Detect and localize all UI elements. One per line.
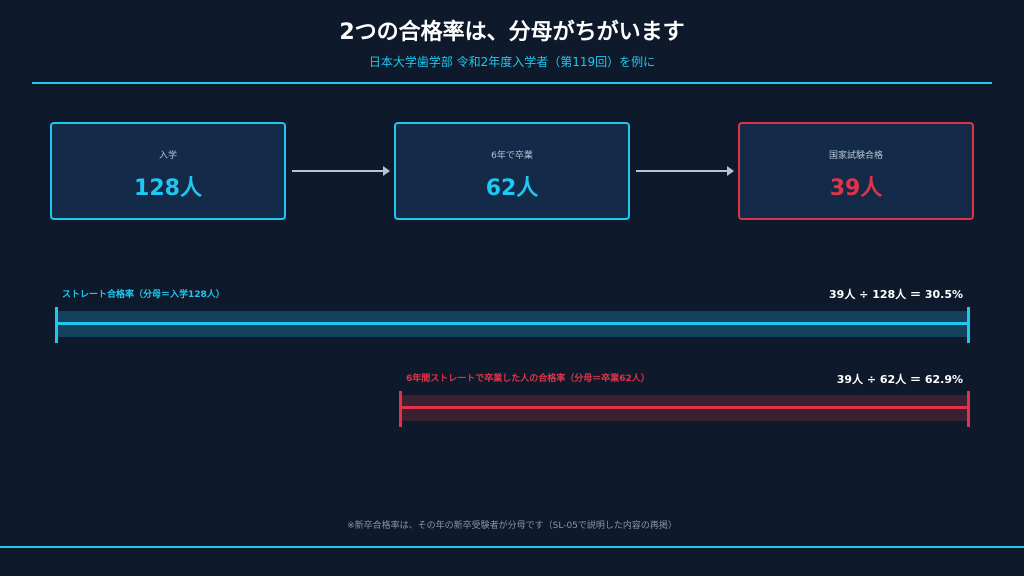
bottom-divider [0, 546, 1024, 548]
flow-box-label: 国家試験合格 [828, 151, 883, 161]
flow-box-label: 6年で卒業 [491, 151, 533, 161]
flow-box-label: 入学 [158, 151, 177, 161]
graduate-rate-label: 6年間ストレートで卒業した人の合格率（分母＝卒業62人） [406, 374, 650, 384]
graduate-rate-bar-cap-right [967, 391, 970, 427]
flow-box-value: 128人 [134, 176, 202, 201]
page-title: 2つの合格率は、分母がちがいます [339, 20, 685, 45]
flow-box-value: 62人 [485, 176, 539, 201]
straight-rate-bar-cap-left [55, 307, 58, 343]
flow-box-passed: 国家試験合格 39人 [738, 122, 974, 220]
arrow-right-icon [636, 166, 734, 176]
straight-rate-label: ストレート合格率（分母＝入学128人） [62, 290, 225, 300]
arrow-right-icon [292, 166, 390, 176]
straight-rate-calc: 39人 ÷ 128人 ＝ 30.5% [829, 288, 963, 301]
straight-rate-bar-line [56, 322, 970, 325]
top-divider [32, 82, 992, 84]
flow-box-graduated: 6年で卒業 62人 [394, 122, 630, 220]
footnote: ※新卒合格率は、その年の新卒受験者が分母です（SL-05で説明した内容の再掲） [347, 521, 677, 531]
graduate-rate-calc: 39人 ÷ 62人 ＝ 62.9% [836, 373, 963, 386]
straight-rate-bar-cap-right [967, 307, 970, 343]
page-subtitle: 日本大学歯学部 令和2年度入学者（第119回）を例に [368, 55, 656, 69]
flow-box-enrolled: 入学 128人 [50, 122, 286, 220]
flow-box-value: 39人 [829, 176, 883, 201]
graduate-rate-bar-line [400, 406, 970, 409]
graduate-rate-bar-cap-left [399, 391, 402, 427]
